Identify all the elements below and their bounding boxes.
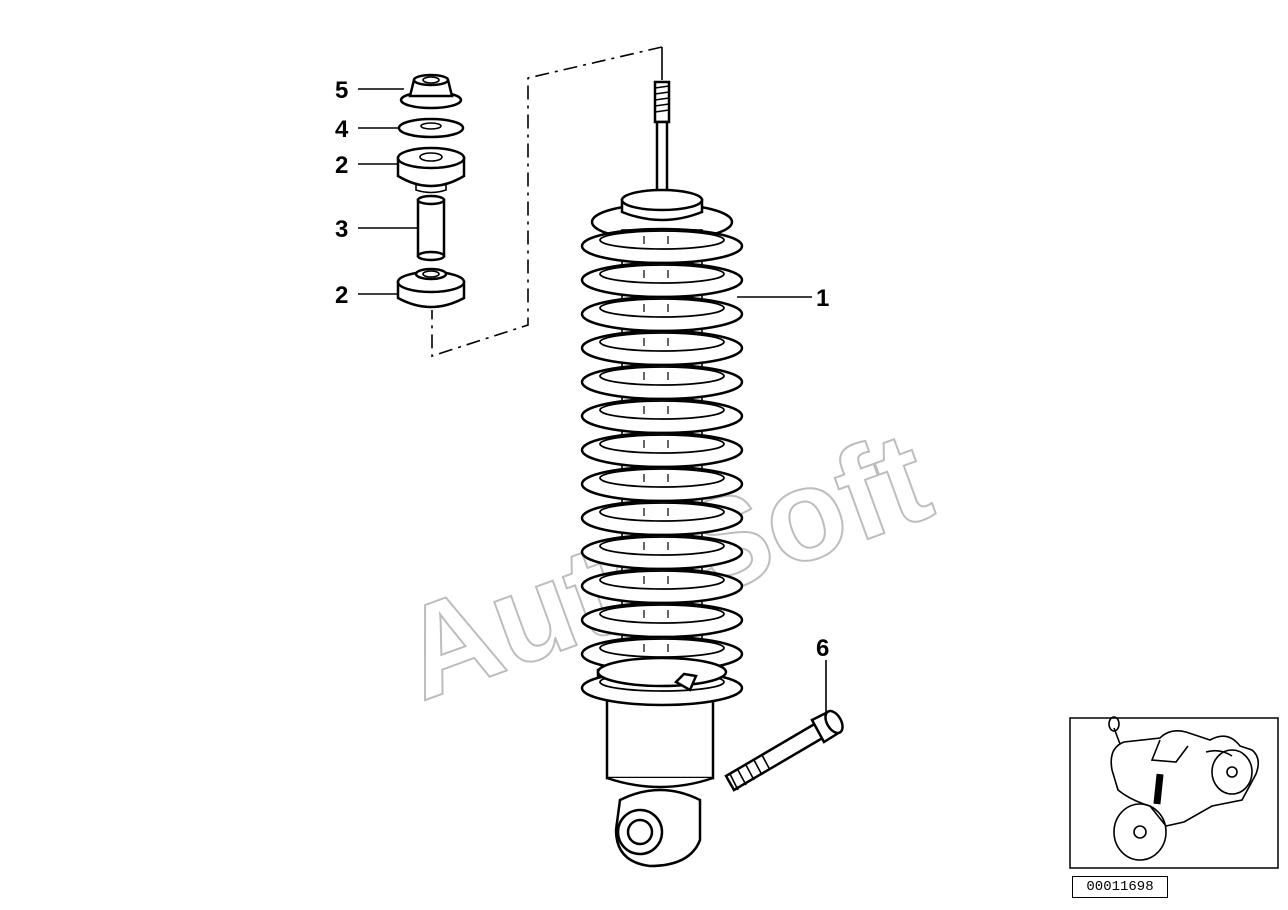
spring-coil xyxy=(580,431,744,469)
spring-coil xyxy=(580,227,744,265)
callout-2-lower: 2 xyxy=(335,282,348,309)
part-1-shock-absorber[interactable] xyxy=(580,80,744,868)
diagram-number: 00011698 xyxy=(1072,876,1168,898)
callout-2-upper: 2 xyxy=(335,152,348,179)
spring-coil xyxy=(580,567,744,605)
callout-6: 6 xyxy=(816,635,829,662)
spring-coil xyxy=(580,465,744,503)
callout-5: 5 xyxy=(335,77,348,104)
motorcycle-locator-icon xyxy=(1069,716,1279,869)
callout-3: 3 xyxy=(335,216,348,243)
spring-coil xyxy=(580,601,744,639)
spring-coil xyxy=(580,295,744,333)
callout-1: 1 xyxy=(816,285,829,312)
assembly-line xyxy=(431,46,663,358)
spring-coil xyxy=(580,533,744,571)
spring-coil xyxy=(580,363,744,401)
part-5-nut[interactable] xyxy=(399,73,463,110)
part-2-bushing-upper[interactable] xyxy=(396,146,466,194)
spring-coil xyxy=(580,329,744,367)
part-6-bolt[interactable] xyxy=(724,708,846,792)
leader-lines xyxy=(358,88,827,712)
part-2-bushing-lower[interactable] xyxy=(396,267,466,309)
lower-spring-seat xyxy=(596,656,728,688)
spring-coil xyxy=(580,261,744,299)
spring-coil xyxy=(580,499,744,537)
part-4-washer[interactable] xyxy=(397,117,465,139)
part-3-sleeve[interactable] xyxy=(416,194,446,262)
spring-coil xyxy=(580,397,744,435)
callout-4: 4 xyxy=(335,116,349,143)
